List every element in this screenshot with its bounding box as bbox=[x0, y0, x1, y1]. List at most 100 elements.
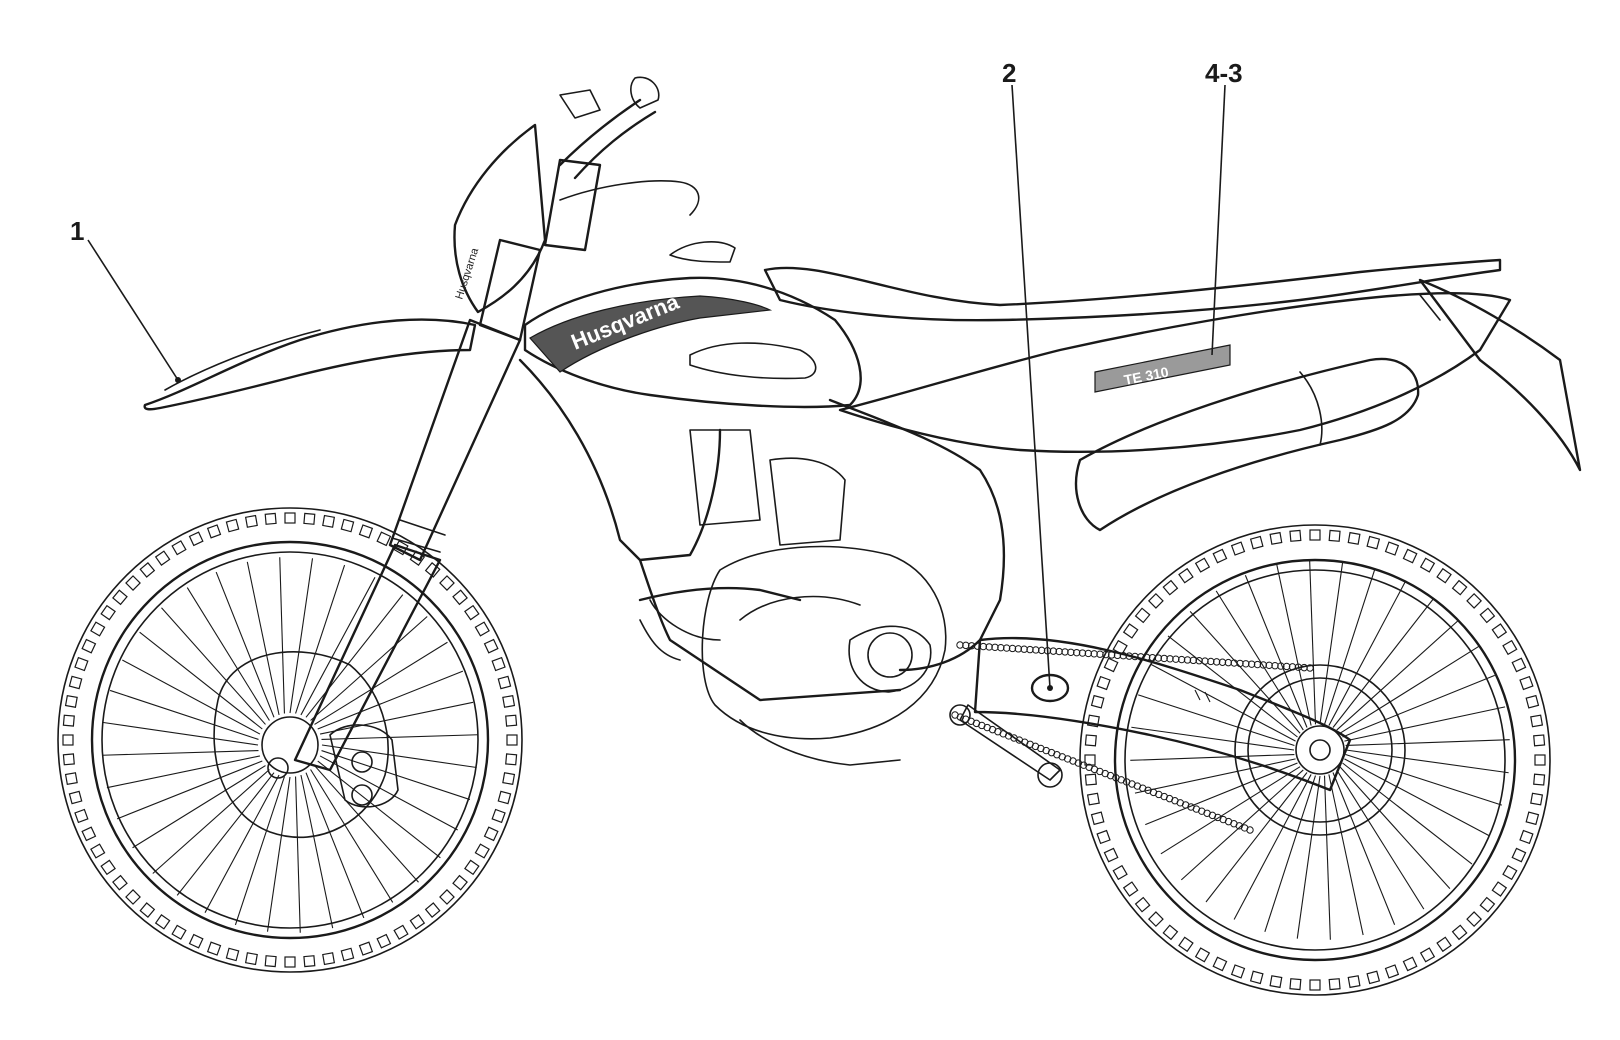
tread-block bbox=[1096, 829, 1111, 845]
chain-link bbox=[1037, 646, 1046, 655]
tread-block bbox=[154, 914, 171, 930]
chain-link bbox=[1160, 654, 1168, 663]
spoke bbox=[1328, 580, 1407, 726]
tread-block bbox=[1178, 567, 1194, 584]
tread-block bbox=[188, 933, 204, 949]
spoke bbox=[1134, 758, 1296, 794]
spoke bbox=[319, 755, 458, 831]
chain-link bbox=[1172, 655, 1180, 663]
tread-block bbox=[474, 621, 490, 637]
tread-block bbox=[1366, 535, 1381, 550]
tread-block bbox=[1419, 947, 1436, 963]
spoke bbox=[1205, 772, 1308, 903]
spoke bbox=[1344, 706, 1506, 742]
front-fender bbox=[143, 318, 477, 411]
spoke bbox=[1189, 610, 1301, 734]
tread-block bbox=[1525, 811, 1540, 826]
spoke bbox=[1244, 575, 1308, 728]
drive-chain bbox=[951, 641, 1314, 834]
spoke bbox=[1323, 568, 1376, 725]
chain-link bbox=[1061, 648, 1069, 656]
spoke bbox=[152, 769, 270, 874]
tread-block bbox=[464, 859, 480, 876]
muffler bbox=[1074, 357, 1420, 532]
tread-block bbox=[497, 675, 512, 690]
tread-block bbox=[1084, 734, 1097, 747]
spoke bbox=[1328, 774, 1364, 936]
spoke bbox=[102, 750, 259, 756]
tread-block bbox=[1269, 975, 1283, 989]
tread-block bbox=[1162, 924, 1179, 941]
spoke bbox=[1296, 775, 1321, 939]
tread-block bbox=[206, 524, 222, 539]
tread-block bbox=[112, 874, 128, 891]
tread-block bbox=[1347, 531, 1361, 545]
chain-link bbox=[1177, 655, 1186, 664]
chain-link bbox=[979, 642, 988, 651]
chain-link bbox=[1125, 652, 1133, 660]
spoke bbox=[300, 774, 334, 929]
tread-block bbox=[171, 540, 187, 556]
tread-block bbox=[1178, 936, 1194, 953]
chain-link bbox=[962, 641, 970, 650]
tread-block bbox=[284, 512, 296, 524]
chain-link bbox=[1067, 648, 1075, 656]
tread-block bbox=[1122, 881, 1139, 897]
headlight-brand: Husqvarna bbox=[453, 246, 481, 301]
tread-block bbox=[1451, 579, 1468, 596]
spoke bbox=[161, 607, 266, 725]
spoke bbox=[106, 755, 261, 789]
tread-block bbox=[1084, 773, 1097, 786]
spoke bbox=[305, 594, 404, 718]
tread-block bbox=[1502, 639, 1518, 656]
spoke bbox=[1345, 753, 1502, 806]
tread-block bbox=[497, 790, 512, 805]
chain-link bbox=[1306, 664, 1314, 672]
spoke bbox=[1264, 775, 1317, 932]
spoke bbox=[1215, 590, 1304, 731]
tread-block bbox=[303, 512, 316, 525]
tread-block bbox=[491, 656, 506, 672]
spoke bbox=[1339, 766, 1451, 890]
chain-link bbox=[1020, 645, 1028, 653]
chain-link bbox=[1096, 650, 1104, 658]
spoke bbox=[1323, 775, 1331, 940]
swingarm-decal-spot bbox=[1030, 673, 1070, 703]
spoke bbox=[1336, 619, 1460, 731]
chain-link bbox=[1236, 659, 1244, 668]
tread-block bbox=[1402, 548, 1418, 564]
tread-block bbox=[376, 933, 392, 949]
chain-link bbox=[1032, 646, 1040, 654]
spoke bbox=[122, 659, 261, 735]
tread-block bbox=[1533, 734, 1546, 747]
chain-link bbox=[967, 642, 976, 650]
tread-block bbox=[62, 734, 74, 746]
spoke bbox=[1339, 645, 1480, 734]
tread-block bbox=[1269, 531, 1283, 545]
tread-block bbox=[1249, 970, 1264, 985]
tread-block bbox=[100, 859, 116, 876]
chain-link bbox=[1201, 657, 1209, 665]
tread-block bbox=[1534, 754, 1546, 766]
tread-block bbox=[1347, 975, 1361, 989]
chain-link bbox=[1218, 658, 1227, 666]
tread-block bbox=[1384, 541, 1400, 556]
tread-block bbox=[100, 604, 116, 621]
chain-link bbox=[1078, 649, 1087, 657]
spoke bbox=[234, 776, 285, 926]
tread-block bbox=[452, 589, 468, 606]
tread-block bbox=[125, 889, 141, 905]
tread-block bbox=[393, 924, 409, 940]
tread-block bbox=[1212, 956, 1228, 972]
chain-link bbox=[1072, 648, 1081, 657]
tread-block bbox=[188, 531, 204, 547]
chain-link bbox=[1049, 647, 1058, 655]
chain-link bbox=[1265, 661, 1273, 670]
callout-4-3: 4-3 bbox=[1205, 58, 1243, 356]
chain-link bbox=[1183, 656, 1192, 664]
tread-block bbox=[506, 734, 518, 746]
tread-block bbox=[264, 955, 277, 968]
tread-block bbox=[1530, 714, 1544, 728]
chain-link bbox=[997, 643, 1005, 652]
tread-block bbox=[340, 518, 355, 533]
